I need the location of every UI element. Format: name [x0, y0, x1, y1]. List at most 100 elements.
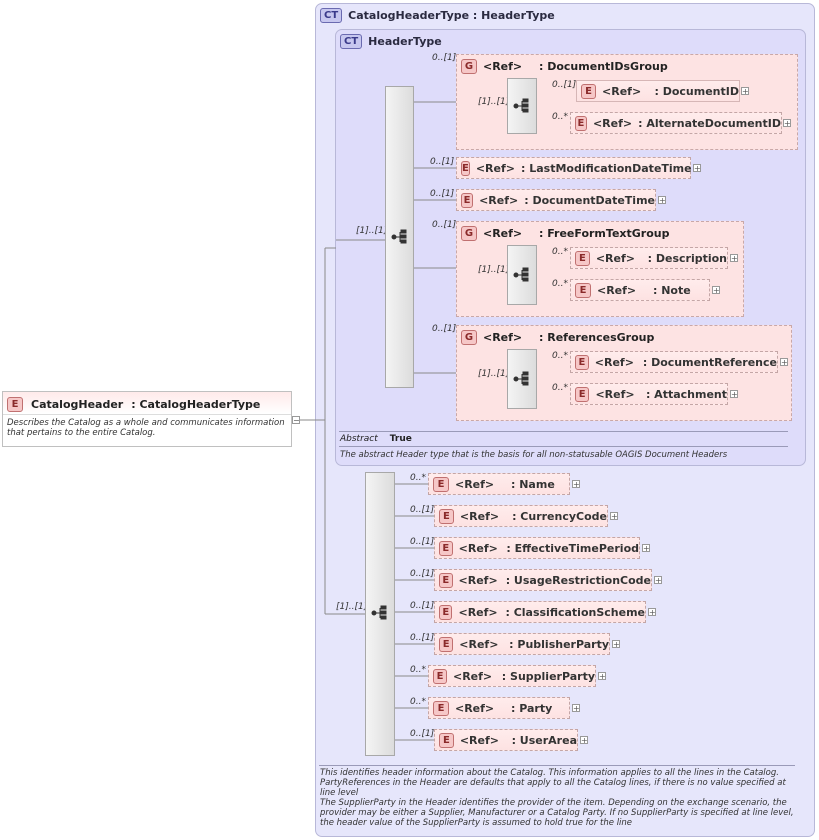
ref-label: <Ref>: [592, 116, 633, 130]
cardinality-label: 0..[1]: [430, 157, 455, 167]
cardinality-label: 0..*: [552, 112, 568, 122]
expand-icon[interactable]: +: [658, 196, 666, 205]
element-name: : Attachment: [645, 387, 727, 401]
element-icon: E: [575, 115, 587, 131]
expand-icon[interactable]: +: [598, 672, 606, 681]
element-icon: E: [575, 250, 590, 266]
expand-icon[interactable]: +: [783, 119, 791, 128]
ref-label: <Ref>: [459, 733, 499, 747]
expand-icon[interactable]: +: [741, 87, 749, 96]
element-note[interactable]: E <Ref> : Note: [570, 279, 710, 301]
ref-label: <Ref>: [458, 573, 498, 587]
separator: [339, 446, 788, 447]
cardinality-label: 0..[1]: [432, 220, 457, 230]
ref-label: <Ref>: [475, 161, 515, 175]
element-icon: E: [439, 604, 453, 620]
element-currency-code[interactable]: E <Ref> : CurrencyCode: [434, 505, 608, 527]
element-name: : DocumentReference: [642, 355, 777, 369]
root-element-catalog-header[interactable]: E CatalogHeader : CatalogHeaderType Desc…: [2, 391, 292, 447]
expand-icon[interactable]: +: [642, 544, 650, 553]
element-icon: E: [439, 572, 453, 588]
expand-icon[interactable]: +: [730, 390, 738, 399]
element-publisher-party[interactable]: E <Ref> : PublisherParty: [434, 633, 610, 655]
inner-type-header: CT HeaderType: [340, 34, 442, 49]
expand-icon[interactable]: +: [572, 480, 580, 489]
ref-label: <Ref>: [594, 355, 634, 369]
expand-icon[interactable]: +: [580, 736, 588, 745]
separator: [339, 431, 788, 432]
cardinality-label: 0..[1]: [410, 633, 435, 643]
ref-label: <Ref>: [483, 227, 523, 240]
element-icon: E: [581, 83, 597, 99]
element-document-date-time[interactable]: E <Ref> : DocumentDateTime: [456, 189, 656, 211]
cardinality-label: [1]..[1]: [478, 369, 510, 379]
sequence-icon: [513, 98, 531, 114]
element-name: : LastModificationDateTime: [521, 161, 692, 175]
element-icon: E: [575, 282, 591, 298]
element-icon: E: [575, 354, 589, 370]
root-element-description: Describes the Catalog as a whole and com…: [7, 418, 285, 438]
cardinality-label: 0..[1]: [410, 537, 435, 547]
abstract-row: Abstract True: [340, 434, 412, 444]
expand-icon[interactable]: +: [712, 286, 720, 295]
group-free-form-text[interactable]: G <Ref> : FreeFormTextGroup: [456, 221, 744, 317]
ref-label: <Ref>: [459, 637, 499, 651]
element-last-modification-date-time[interactable]: E <Ref> : LastModificationDateTime: [456, 157, 692, 179]
element-name-label: : CurrencyCode: [512, 509, 607, 523]
element-attachment[interactable]: E <Ref> : Attachment: [570, 383, 728, 405]
element-alternate-document-id[interactable]: E <Ref> : AlternateDocumentID: [570, 112, 782, 134]
element-icon: E: [461, 160, 470, 176]
element-user-area[interactable]: E <Ref> : UserArea: [434, 729, 578, 751]
element-classification-scheme[interactable]: E <Ref> : ClassificationScheme: [434, 601, 646, 623]
element-supplier-party[interactable]: E <Ref> : SupplierParty: [428, 665, 596, 687]
element-name: : DocumentID: [654, 84, 739, 98]
expand-icon[interactable]: +: [730, 254, 738, 263]
element-name: : Note: [653, 283, 691, 297]
element-party[interactable]: E <Ref> : Party: [428, 697, 570, 719]
element-icon: E: [433, 700, 449, 716]
inner-type-title: HeaderType: [368, 35, 442, 48]
cardinality-label: 0..*: [410, 665, 426, 675]
element-effective-time-period[interactable]: E <Ref> : EffectiveTimePeriod: [434, 537, 640, 559]
expand-icon[interactable]: +: [654, 576, 662, 585]
complex-type-icon: CT: [320, 8, 343, 23]
expand-icon[interactable]: +: [693, 164, 701, 173]
element-name-label: : Name: [511, 477, 555, 491]
expand-icon[interactable]: +: [610, 512, 618, 521]
cardinality-label: 0..*: [410, 697, 426, 707]
cardinality-label: 0..*: [552, 351, 568, 361]
cardinality-label: 0..[1]: [410, 569, 435, 579]
element-name-label: : UsageRestrictionCode: [505, 573, 651, 587]
element-name[interactable]: E <Ref> : Name: [428, 473, 570, 495]
ref-label: <Ref>: [597, 283, 637, 297]
cardinality-label: 0..[1]: [430, 189, 455, 199]
expand-icon[interactable]: +: [780, 358, 788, 367]
cardinality-label: 0..[1]: [432, 324, 457, 334]
element-description[interactable]: E <Ref> : Description: [570, 247, 728, 269]
element-icon: E: [439, 636, 454, 652]
cardinality-label: 0..[1]: [432, 53, 457, 63]
element-usage-restriction-code[interactable]: E <Ref> : UsageRestrictionCode: [434, 569, 652, 591]
root-element-type: : CatalogHeaderType: [131, 398, 261, 411]
group-name: : ReferencesGroup: [539, 331, 655, 344]
cardinality-label: [1]..[1]: [336, 602, 368, 612]
cardinality-label: 0..[1]: [410, 601, 435, 611]
expand-icon[interactable]: +: [572, 704, 580, 713]
ref-label: <Ref>: [455, 701, 495, 715]
collapse-icon[interactable]: −: [292, 416, 300, 425]
group-icon: G: [461, 59, 477, 74]
catalog-header-type-description-1: This identifies header information about…: [320, 768, 786, 798]
expand-icon[interactable]: +: [612, 640, 620, 649]
ref-label: <Ref>: [483, 60, 523, 73]
cardinality-label: 0..*: [552, 247, 568, 257]
element-icon: E: [439, 508, 454, 524]
element-document-id[interactable]: E <Ref> : DocumentID: [576, 80, 740, 102]
ref-label: <Ref>: [458, 541, 498, 555]
element-document-reference[interactable]: E <Ref> : DocumentReference: [570, 351, 778, 373]
ref-label: <Ref>: [602, 84, 642, 98]
element-icon: E: [433, 476, 449, 492]
cardinality-label: [1]..[1]: [478, 97, 510, 107]
element-name: : AlternateDocumentID: [638, 116, 781, 130]
expand-icon[interactable]: +: [648, 608, 656, 617]
element-icon: E: [433, 668, 447, 684]
